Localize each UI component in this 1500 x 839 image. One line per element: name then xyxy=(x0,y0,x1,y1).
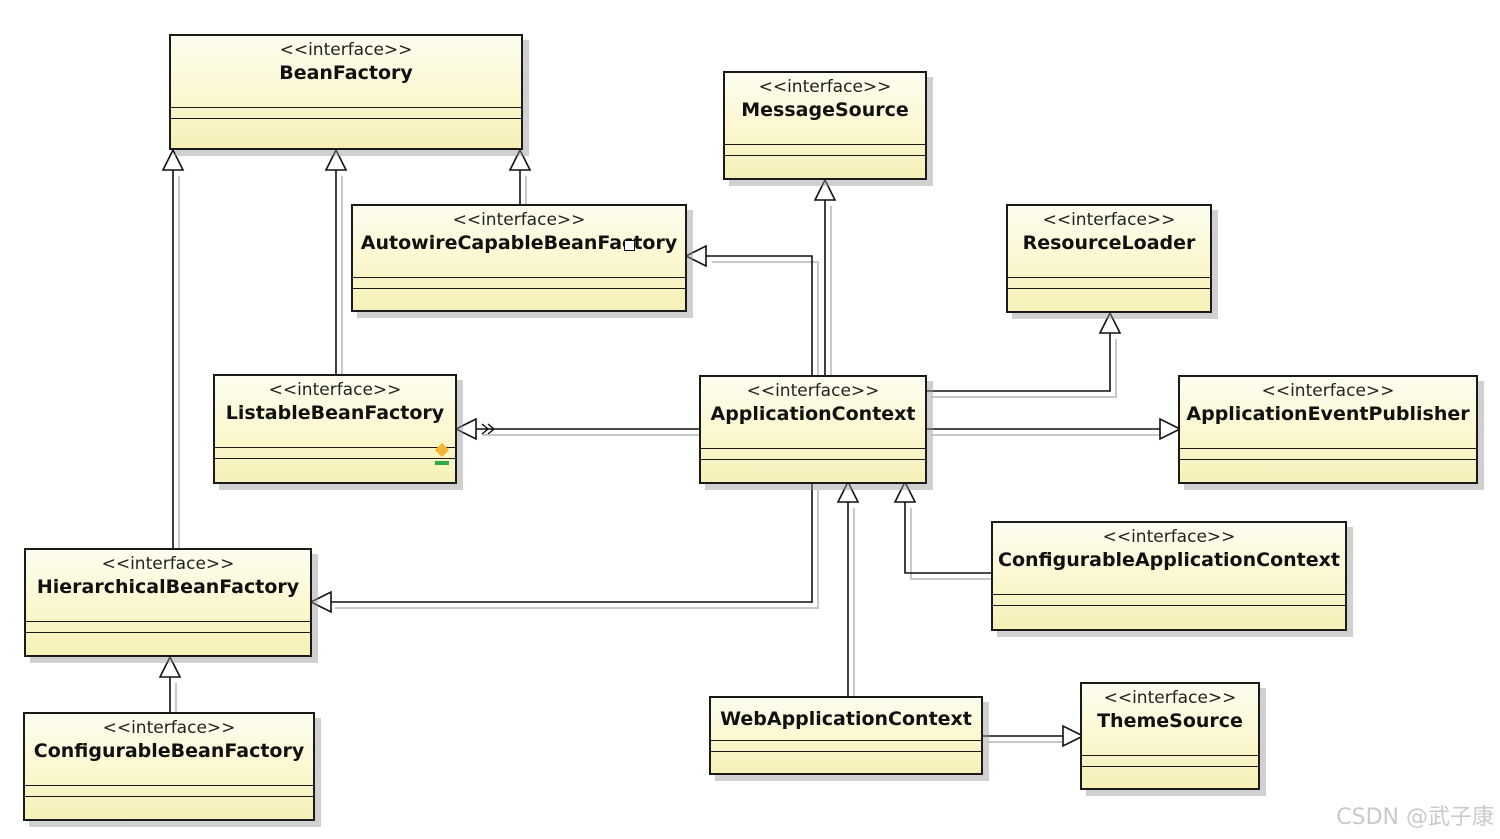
class-name: ApplicationEventPublisher xyxy=(1186,403,1470,425)
class-header: <<interface>> ConfigurableApplicationCon… xyxy=(993,523,1345,595)
class-header: <<interface>> AutowireCapableBeanFactory xyxy=(353,206,685,278)
class-header: WebApplicationContext xyxy=(711,698,981,741)
class-name: ConfigurableApplicationContext xyxy=(998,549,1340,571)
class-name: ConfigurableBeanFactory xyxy=(33,740,305,762)
attributes-compartment xyxy=(1082,756,1258,767)
inheritance-arrowheads xyxy=(158,148,1182,748)
class-name: MessageSource xyxy=(741,99,909,121)
stereotype-label: <<interface>> xyxy=(1042,210,1176,230)
class-name: AutowireCapableBeanFactory xyxy=(360,232,678,254)
stereotype-label: <<interface>> xyxy=(758,77,892,97)
class-header: <<interface>> ApplicationEventPublisher xyxy=(1180,377,1476,449)
attributes-compartment xyxy=(215,448,455,459)
class-name: ApplicationContext xyxy=(710,403,916,425)
arrowhead-to-resourceloader xyxy=(1098,311,1122,334)
stereotype-label: <<interface>> xyxy=(452,210,586,230)
class-autowirecapablebeanfactory[interactable]: <<interface>> AutowireCapableBeanFactory xyxy=(351,204,687,312)
class-header: <<interface>> ConfigurableBeanFactory xyxy=(25,714,313,786)
class-header: <<interface>> MessageSource xyxy=(725,73,925,145)
class-header: <<interface>> HierarchicalBeanFactory xyxy=(26,550,310,622)
attributes-compartment xyxy=(1008,278,1210,289)
arrowhead-to-beanfactory-3 xyxy=(508,148,532,171)
stereotype-label: <<interface>> xyxy=(268,380,402,400)
attributes-compartment xyxy=(725,145,925,156)
arrowhead-to-themesource xyxy=(1062,724,1085,748)
class-themesource[interactable]: <<interface>> ThemeSource xyxy=(1080,682,1260,790)
class-listablebeanfactory[interactable]: <<interface>> ListableBeanFactory xyxy=(213,374,457,484)
attributes-compartment xyxy=(1180,449,1476,460)
attributes-compartment xyxy=(353,278,685,289)
watermark: CSDN @武子康 xyxy=(1336,805,1494,830)
attributes-compartment xyxy=(171,108,521,119)
class-name: ResourceLoader xyxy=(1022,232,1196,254)
arrowhead-to-autowirecapable xyxy=(684,244,707,268)
stereotype-label: <<interface>> xyxy=(1261,381,1395,401)
arrowhead-to-applicationcontext-2 xyxy=(836,480,860,503)
class-header: <<interface>> ThemeSource xyxy=(1082,684,1258,756)
attributes-compartment xyxy=(711,741,981,752)
stereotype-label: <<interface>> xyxy=(279,40,413,60)
class-webapplicationcontext[interactable]: WebApplicationContext xyxy=(709,696,983,775)
class-header: <<interface>> ApplicationContext xyxy=(701,377,925,449)
class-hierarchicalbeanfactory[interactable]: <<interface>> HierarchicalBeanFactory xyxy=(24,548,312,657)
class-applicationeventpublisher[interactable]: <<interface>> ApplicationEventPublisher xyxy=(1178,375,1478,484)
arrowhead-to-beanfactory-2 xyxy=(324,148,348,171)
class-messagesource[interactable]: <<interface>> MessageSource xyxy=(723,71,927,180)
class-header: <<interface>> ListableBeanFactory xyxy=(215,376,455,448)
selection-handle-icon[interactable] xyxy=(624,240,635,251)
class-applicationcontext[interactable]: <<interface>> ApplicationContext xyxy=(699,375,927,484)
class-name: HierarchicalBeanFactory xyxy=(36,576,300,598)
line-shadows xyxy=(175,176,1166,743)
class-configurablebeanfactory[interactable]: <<interface>> ConfigurableBeanFactory xyxy=(23,712,315,821)
stereotype-label: <<interface>> xyxy=(746,381,880,401)
attributes-compartment xyxy=(701,449,925,460)
attributes-compartment xyxy=(25,786,313,797)
stereotype-label: <<interface>> xyxy=(101,554,235,574)
class-beanfactory[interactable]: <<interface>> BeanFactory xyxy=(169,34,523,150)
class-header: <<interface>> ResourceLoader xyxy=(1008,206,1210,278)
stereotype-label: <<interface>> xyxy=(1102,527,1236,547)
class-name: WebApplicationContext xyxy=(720,708,972,730)
arrowhead-to-beanfactory-1 xyxy=(161,148,185,171)
navigability-marks xyxy=(481,423,496,435)
arrowhead-to-hierarchicalbeanfactory-1 xyxy=(158,655,182,678)
green-marker-icon xyxy=(435,461,449,465)
attributes-compartment xyxy=(26,622,310,633)
class-name: BeanFactory xyxy=(279,62,413,84)
arrowhead-to-listablebeanfactory xyxy=(454,417,477,441)
stereotype-label: <<interface>> xyxy=(1103,688,1237,708)
arrowhead-to-applicationcontext-1 xyxy=(893,480,917,503)
arrowhead-to-eventpublisher xyxy=(1159,417,1182,441)
attributes-compartment xyxy=(993,595,1345,606)
class-name: ThemeSource xyxy=(1097,710,1243,732)
generalization-lines xyxy=(169,170,1160,737)
arrowhead-to-messagesource xyxy=(813,178,837,201)
arrowhead-to-hierarchicalbeanfactory-2 xyxy=(309,590,332,614)
stereotype-label: <<interface>> xyxy=(102,718,236,738)
class-name: ListableBeanFactory xyxy=(225,402,445,424)
class-configurableapplicationcontext[interactable]: <<interface>> ConfigurableApplicationCon… xyxy=(991,521,1347,631)
class-header: <<interface>> BeanFactory xyxy=(171,36,521,108)
class-resourceloader[interactable]: <<interface>> ResourceLoader xyxy=(1006,204,1212,313)
